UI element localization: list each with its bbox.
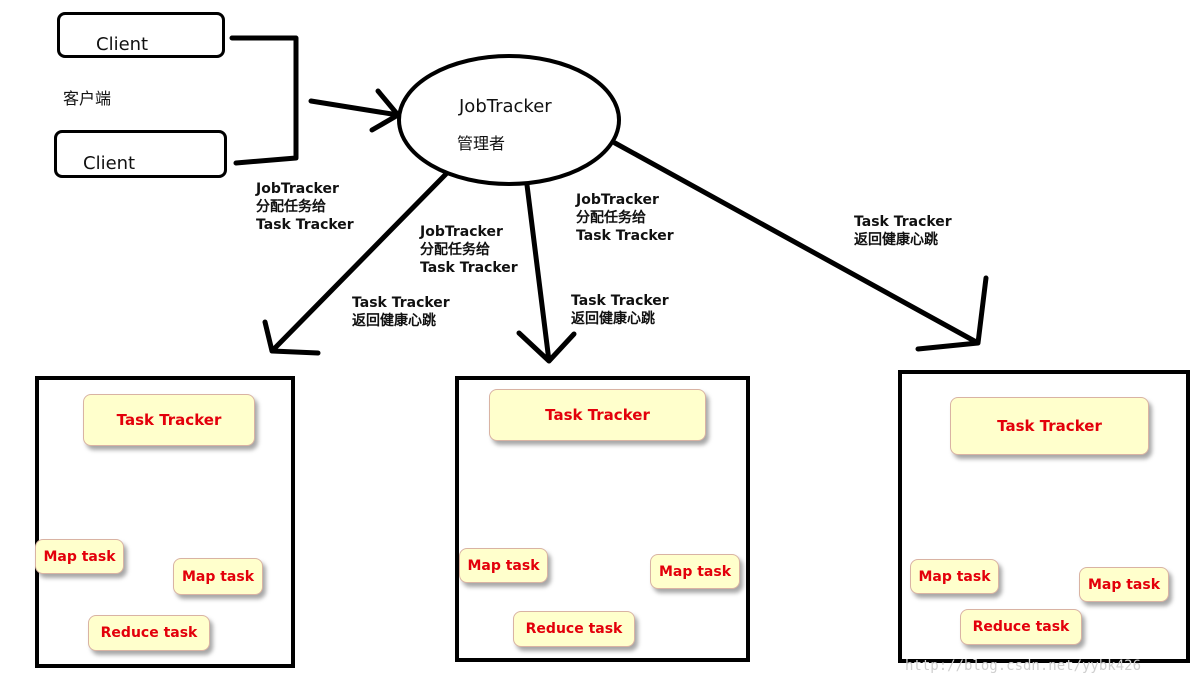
- cluster-2-map-task-1: Map task: [459, 548, 548, 583]
- cluster-1-reduce-task: Reduce task: [88, 615, 210, 651]
- client-label-top: Client: [96, 34, 149, 55]
- heartbeat-note-left: Task Tracker 返回健康心跳: [352, 295, 450, 329]
- client-caption: 客户端: [63, 89, 112, 108]
- jobtracker-to-middle-cluster-arrow: [516, 182, 577, 364]
- client-box-bottom: Client: [54, 130, 227, 178]
- cluster-1-map-task-1: Map task: [35, 539, 124, 574]
- assign-note-left: JobTracker 分配任务给 Task Tracker: [256, 181, 354, 233]
- cluster-2-task-tracker: Task Tracker: [489, 389, 706, 441]
- heartbeat-note-right: Task Tracker 返回健康心跳: [854, 214, 952, 248]
- cluster-3-reduce-task: Reduce task: [960, 609, 1082, 645]
- cluster-2-reduce-task: Reduce task: [513, 611, 635, 647]
- jobtracker-role: 管理者: [457, 134, 506, 153]
- cluster-3-map-task-1: Map task: [910, 559, 999, 594]
- jobtracker-to-left-cluster-arrow: [262, 171, 449, 356]
- cluster-1-map-task-2: Map task: [173, 558, 263, 595]
- client-bracket: [229, 35, 299, 166]
- jobtracker-to-right-cluster-arrow: [612, 140, 989, 352]
- cluster-1-task-tracker: Task Tracker: [83, 394, 255, 446]
- cluster-3-map-task-2: Map task: [1079, 567, 1169, 602]
- assign-note-middle: JobTracker 分配任务给 Task Tracker: [420, 224, 518, 276]
- cluster-2-map-task-2: Map task: [650, 554, 740, 589]
- bracket-to-jobtracker-arrow: [308, 88, 401, 133]
- heartbeat-note-middle: Task Tracker 返回健康心跳: [571, 293, 669, 327]
- client-label-bottom: Client: [83, 153, 136, 174]
- assign-note-right: JobTracker 分配任务给 Task Tracker: [576, 192, 674, 244]
- cluster-3-task-tracker: Task Tracker: [950, 397, 1149, 455]
- client-box-top: Client: [57, 12, 225, 58]
- jobtracker-ellipse: [397, 54, 621, 186]
- watermark: http://blog.csdn.net/yybk426: [905, 658, 1142, 674]
- jobtracker-name: JobTracker: [459, 96, 552, 117]
